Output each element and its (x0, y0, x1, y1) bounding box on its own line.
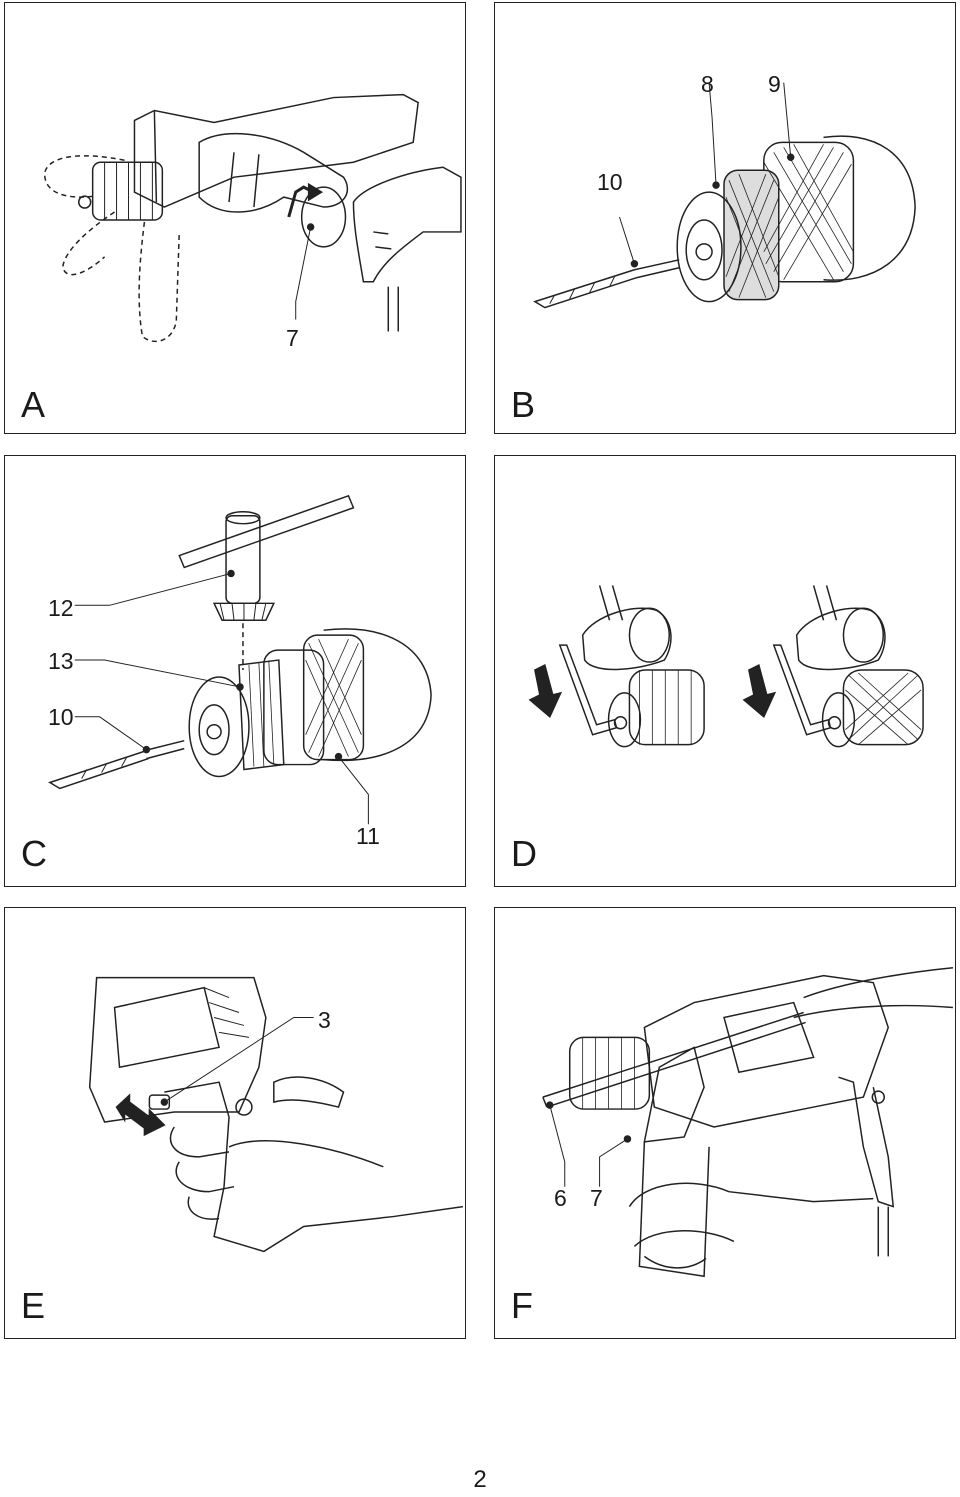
panel-label-d: D (511, 833, 537, 874)
panel-label-b: B (511, 384, 536, 425)
callout-12: 12 (48, 595, 74, 621)
illustration-forward-reverse-slider (88, 976, 464, 1253)
callout-6: 6 (554, 1185, 567, 1211)
callout-8: 8 (701, 71, 714, 97)
figure-panel-a: 7 A (4, 2, 466, 434)
illustration-chuck-removal-hex-key (528, 585, 924, 748)
panel-label-c: C (21, 833, 47, 874)
callout-3: 3 (318, 1007, 331, 1033)
callout-13: 13 (48, 648, 74, 674)
panel-label-e: E (21, 1285, 46, 1326)
callout-9: 9 (768, 71, 781, 97)
illustration-depth-stop-side-handle (542, 966, 954, 1278)
figure-panel-e: 3 E (4, 907, 466, 1339)
panel-label-a: A (21, 384, 46, 425)
callout-7: 7 (286, 325, 299, 351)
callout-7: 7 (590, 1185, 603, 1211)
illustration-keyless-chuck (533, 82, 916, 309)
panel-label-f: F (511, 1285, 533, 1326)
figure-panel-b: 8 9 10 B (494, 2, 956, 434)
callout-10: 10 (48, 704, 74, 730)
callout-11: 11 (356, 823, 380, 849)
figure-panel-c: 12 13 10 11 C (4, 455, 466, 887)
figure-panel-d: D (494, 455, 956, 887)
illustration-drill-chuck-tightening (44, 93, 462, 343)
page-number: 2 (473, 1466, 487, 1493)
illustration-keyed-chuck (48, 494, 432, 825)
callout-10: 10 (597, 169, 623, 195)
figure-panel-f: 6 7 F (494, 907, 956, 1339)
